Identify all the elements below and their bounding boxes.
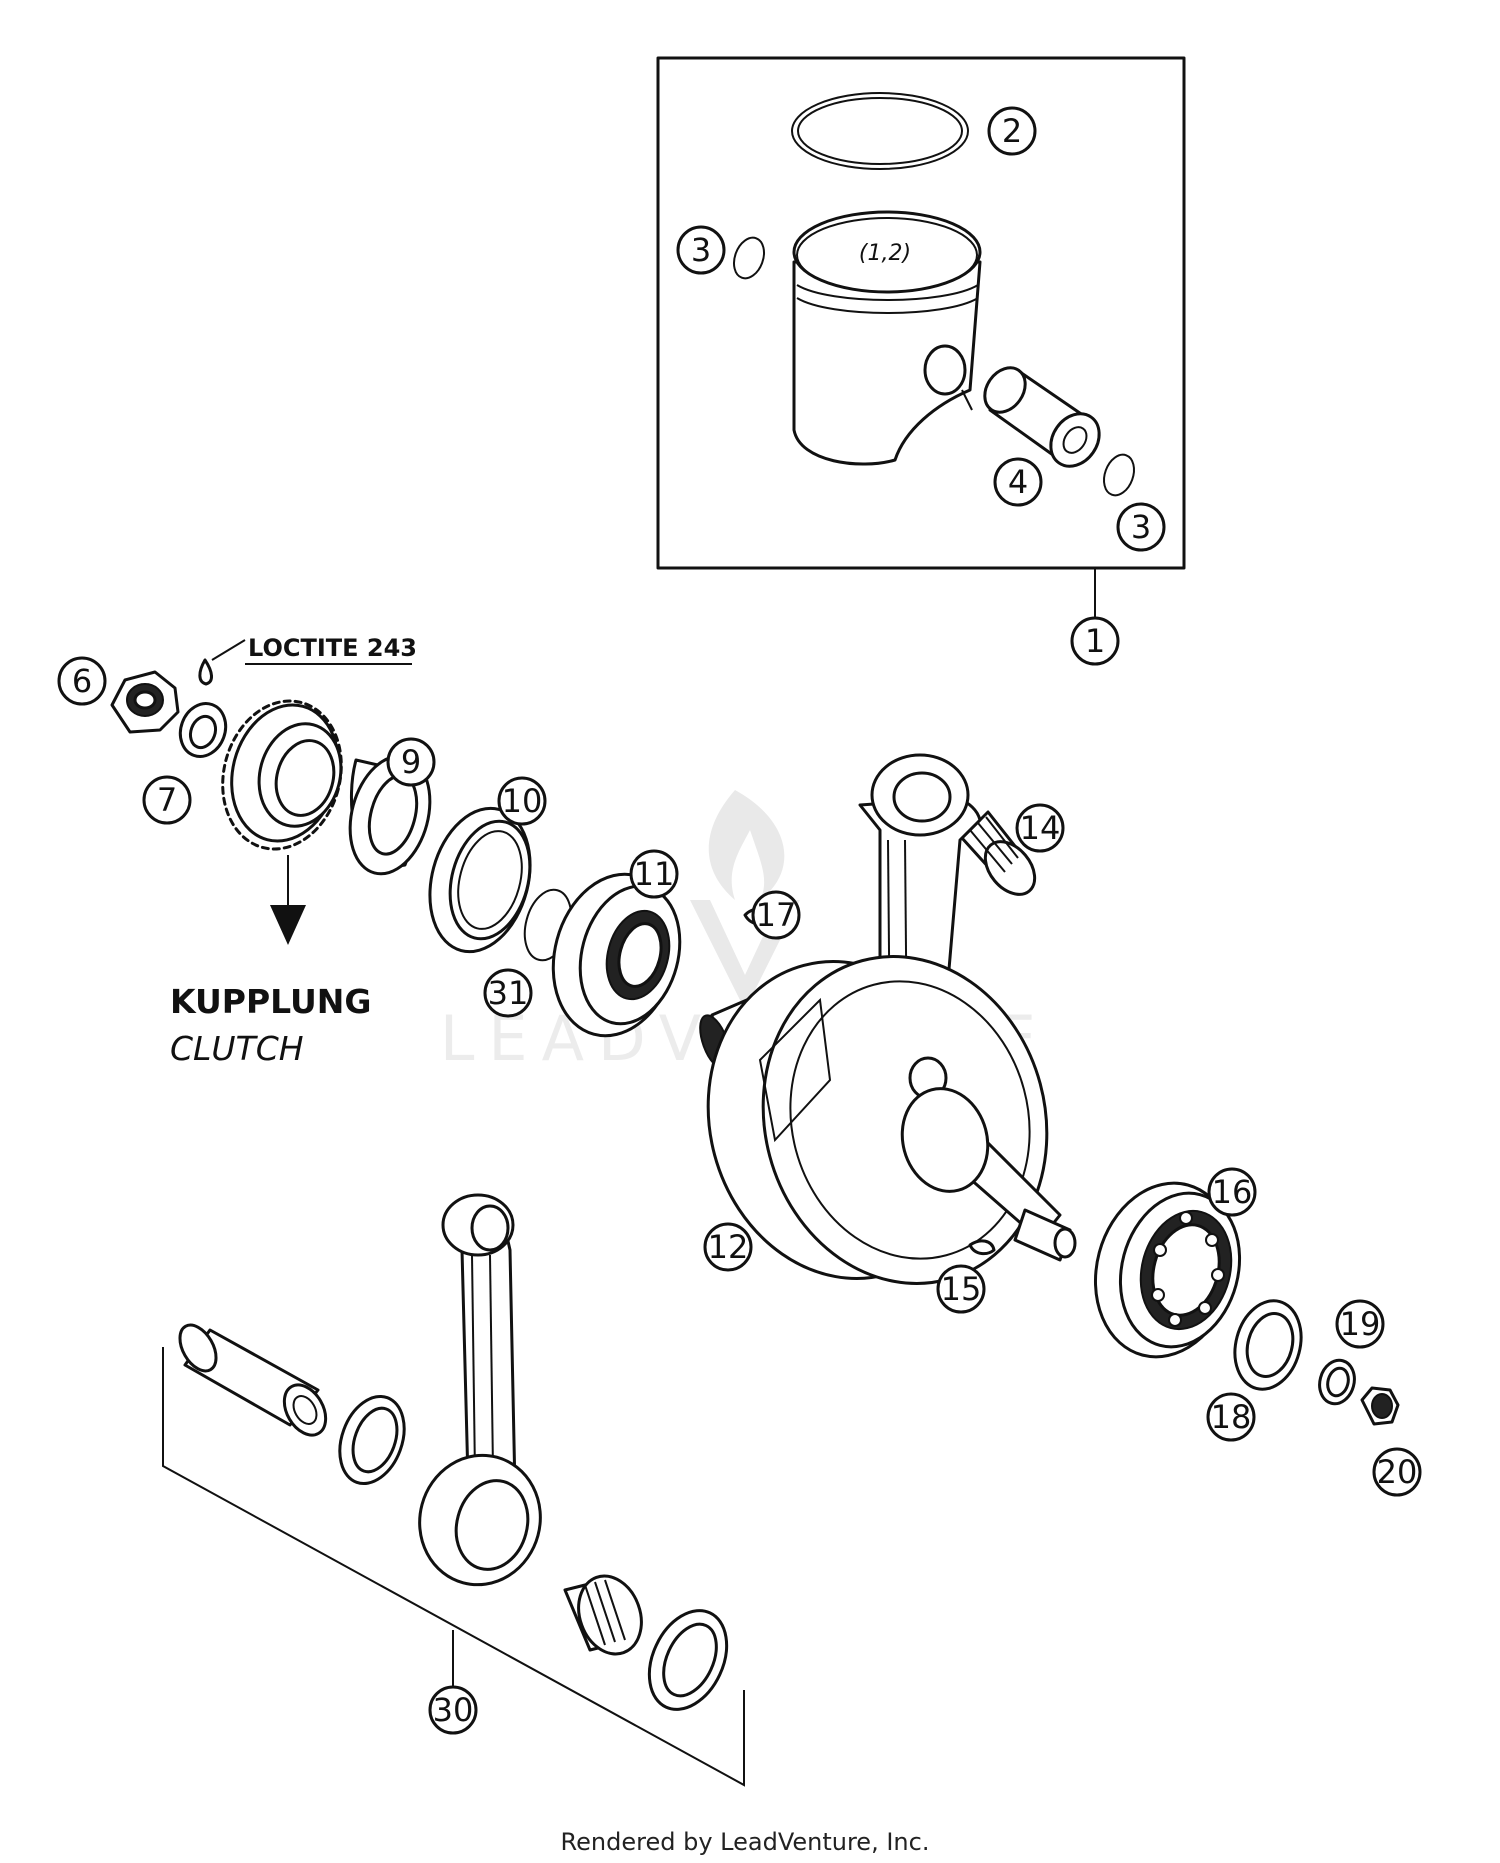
loctite-label: LOCTITE 243 bbox=[248, 634, 417, 662]
lock-washer bbox=[178, 702, 228, 758]
connecting-rod-kit bbox=[162, 1193, 745, 1787]
piston-pin bbox=[983, 366, 1101, 468]
callout-9: 9 bbox=[386, 737, 436, 787]
primary-gear bbox=[221, 699, 343, 945]
svg-text:3: 3 bbox=[691, 231, 711, 269]
callout-6: 6 bbox=[57, 656, 107, 706]
svg-text:15: 15 bbox=[941, 1270, 982, 1308]
seal-ring bbox=[1233, 1299, 1303, 1391]
svg-text:12: 12 bbox=[708, 1228, 749, 1266]
callout-3b: 3 bbox=[1116, 502, 1166, 552]
svg-text:20: 20 bbox=[1377, 1453, 1418, 1491]
shaft-seal bbox=[428, 806, 532, 954]
svg-text:10: 10 bbox=[502, 782, 543, 820]
svg-text:11: 11 bbox=[634, 855, 675, 893]
callout-15: 15 bbox=[936, 1264, 986, 1314]
callout-14: 14 bbox=[1015, 803, 1065, 853]
callout-4: 4 bbox=[993, 457, 1043, 507]
callout-31: 31 bbox=[483, 968, 533, 1018]
callout-2: 2 bbox=[987, 106, 1037, 156]
svg-text:4: 4 bbox=[1008, 463, 1028, 501]
main-bearing-right bbox=[1093, 1181, 1242, 1359]
svg-text:6: 6 bbox=[72, 662, 92, 700]
crankshaft-nut bbox=[110, 670, 180, 734]
svg-text:2: 2 bbox=[1002, 112, 1022, 150]
svg-text:17: 17 bbox=[756, 896, 797, 934]
svg-text:1: 1 bbox=[1085, 622, 1105, 660]
svg-text:30: 30 bbox=[433, 1691, 474, 1729]
svg-text:3: 3 bbox=[1131, 508, 1151, 546]
callout-30: 30 bbox=[428, 1685, 478, 1735]
piston-circlip-upper bbox=[733, 236, 765, 280]
callout-12: 12 bbox=[703, 1222, 753, 1272]
spacer-bushing bbox=[348, 754, 432, 876]
small-end-needle-bearing bbox=[960, 810, 1037, 896]
piston-marking: (1,2) bbox=[859, 241, 911, 266]
crankshaft-assembly bbox=[699, 753, 1077, 1285]
right-nut bbox=[1360, 1386, 1400, 1426]
right-washer bbox=[1318, 1358, 1356, 1406]
callout-18: 18 bbox=[1206, 1392, 1256, 1442]
callout-11: 11 bbox=[629, 849, 679, 899]
callout-16: 16 bbox=[1207, 1167, 1257, 1217]
callout-3a: 3 bbox=[676, 225, 726, 275]
loctite-drop-icon bbox=[198, 658, 213, 686]
svg-text:14: 14 bbox=[1020, 809, 1061, 847]
callout-19: 19 bbox=[1335, 1299, 1385, 1349]
callout-7: 7 bbox=[142, 775, 192, 825]
svg-text:31: 31 bbox=[488, 974, 529, 1012]
callout-20: 20 bbox=[1372, 1447, 1422, 1497]
svg-text:18: 18 bbox=[1211, 1398, 1252, 1436]
callout-10: 10 bbox=[497, 776, 547, 826]
svg-text:19: 19 bbox=[1340, 1305, 1381, 1343]
kupplung-label: KUPPLUNG bbox=[170, 982, 372, 1021]
clutch-label: CLUTCH bbox=[170, 1029, 304, 1068]
callout-17: 17 bbox=[751, 890, 801, 940]
callout-1: 1 bbox=[1070, 616, 1120, 666]
piston-circlip-lower bbox=[1103, 453, 1135, 497]
svg-text:7: 7 bbox=[157, 781, 177, 819]
woodruff-key-lower bbox=[968, 1239, 996, 1256]
footer-credit: Rendered by LeadVenture, Inc. bbox=[561, 1828, 930, 1856]
piston-ring bbox=[791, 92, 969, 170]
svg-text:16: 16 bbox=[1212, 1173, 1253, 1211]
svg-text:9: 9 bbox=[401, 743, 421, 781]
piston: (1,2) bbox=[792, 210, 982, 466]
